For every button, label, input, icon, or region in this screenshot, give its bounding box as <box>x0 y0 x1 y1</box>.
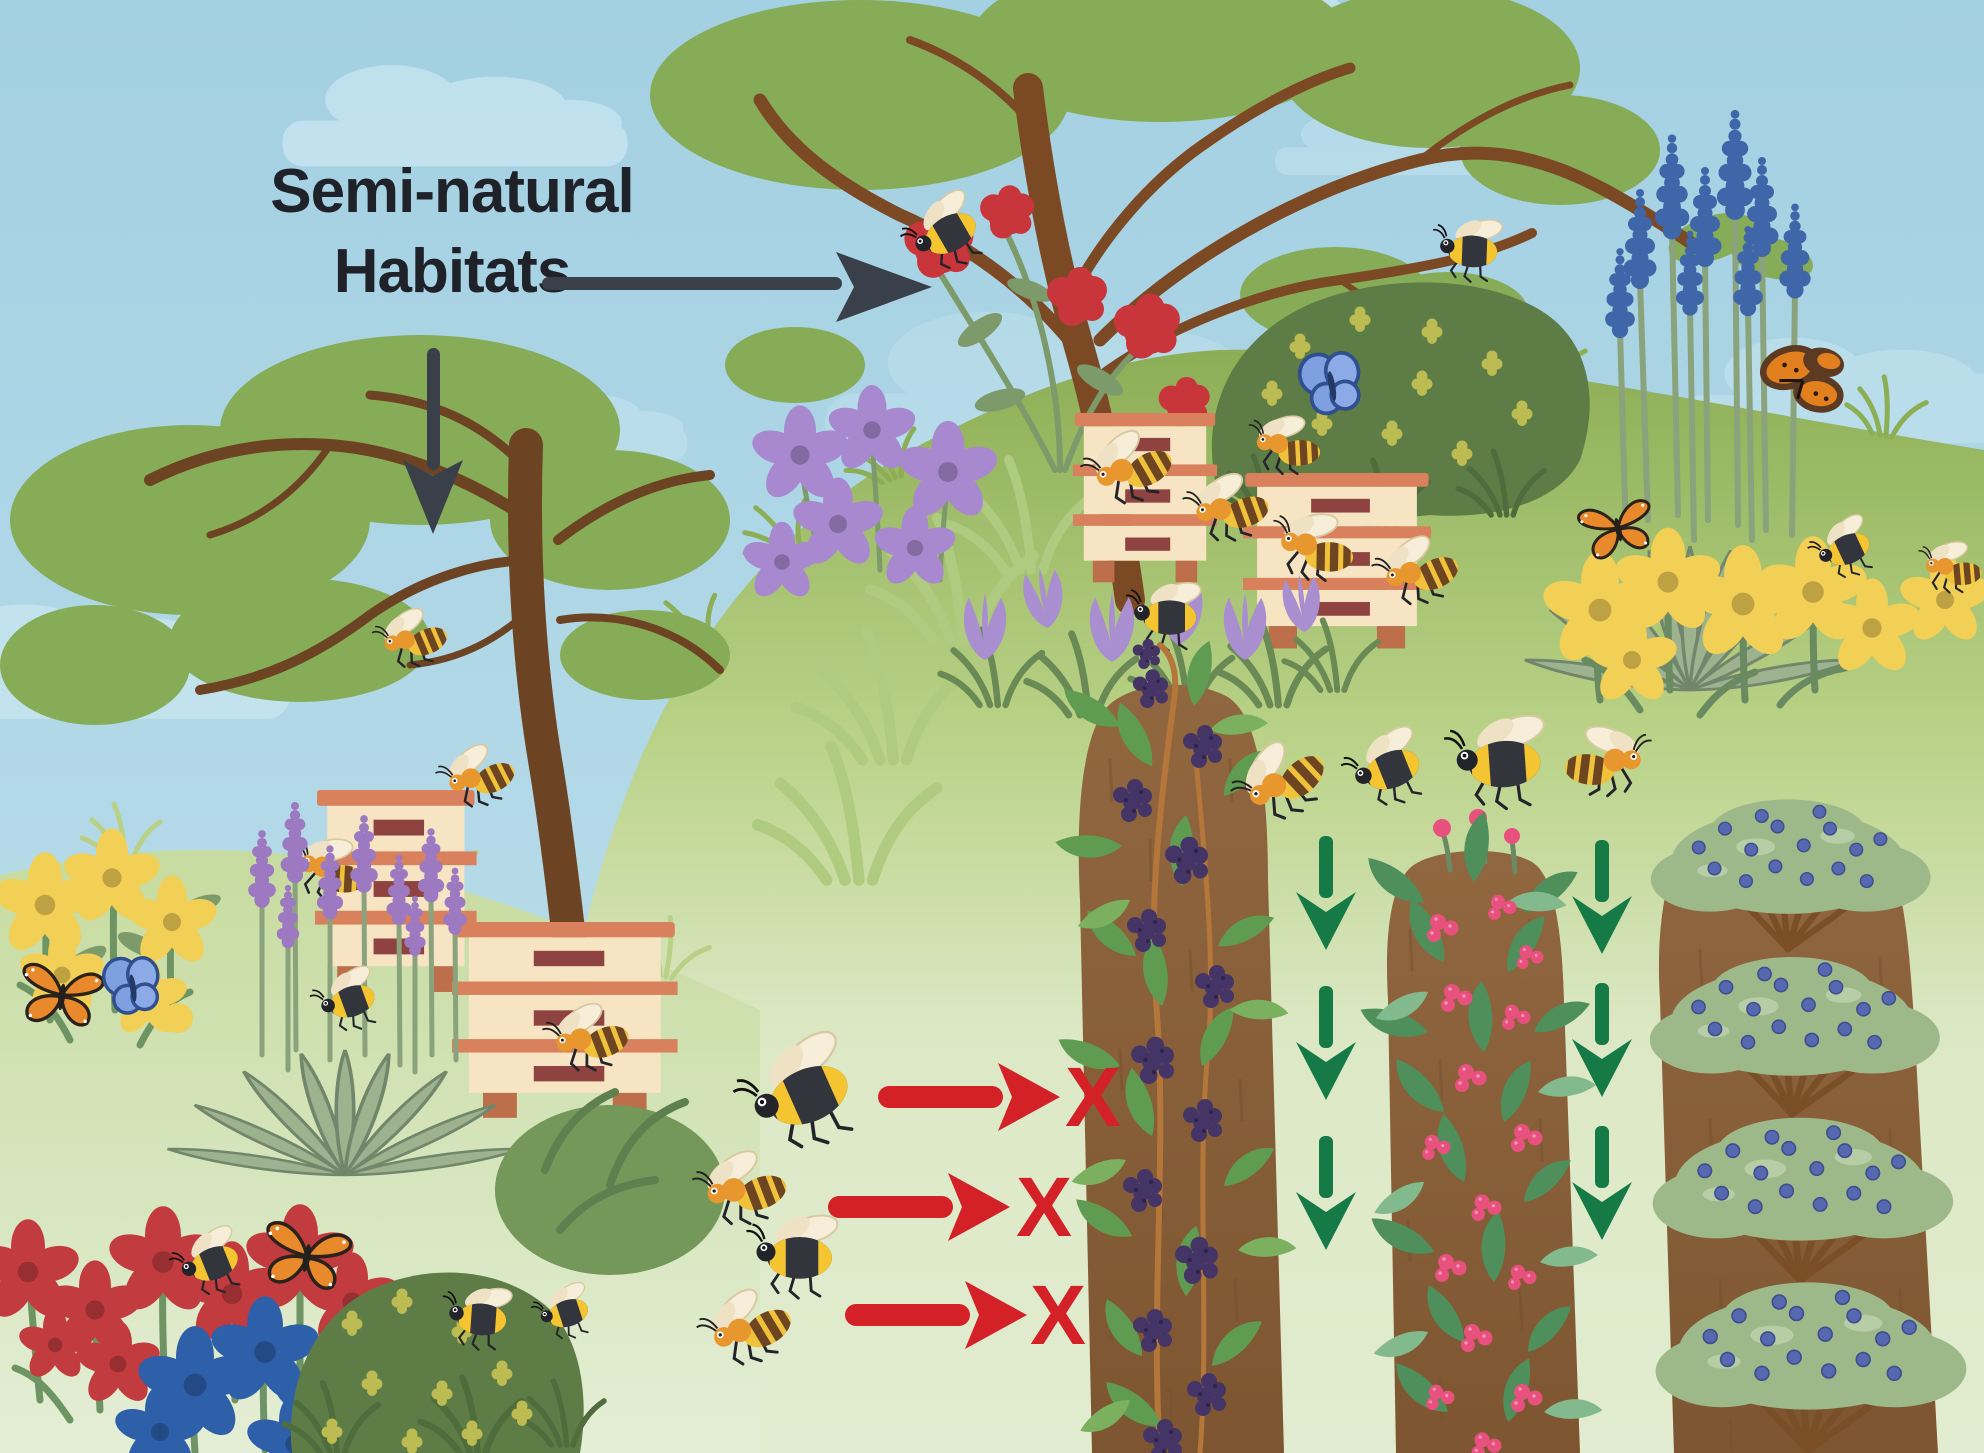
pointer-arrow-shaft <box>427 348 440 470</box>
beehive <box>1073 413 1217 583</box>
dandelion <box>163 1003 193 1033</box>
yellow-flowers-left <box>0 828 221 1049</box>
blueberry-row <box>1649 799 1967 1453</box>
pointer-arrow-shaft <box>542 277 842 290</box>
lupine-cluster <box>1605 109 1811 543</box>
blocked-bees: X X X <box>689 1020 1121 1376</box>
yellow-flowers-right <box>1538 496 1984 719</box>
raspberry-row <box>1357 809 1604 1453</box>
flowering-bush-bottom <box>284 1270 604 1453</box>
x-mark: X <box>1030 1268 1086 1362</box>
label-line-2: Habitats <box>334 237 571 306</box>
x-mark: X <box>1016 1160 1072 1254</box>
purple-flowers <box>739 385 1002 603</box>
pointer-arrow-right-icon <box>836 252 932 322</box>
top-habitat <box>739 109 1984 880</box>
lavender-cluster <box>248 801 467 1075</box>
blue-flowers <box>111 1296 481 1453</box>
label-group: Semi-natural Habitats <box>270 157 932 534</box>
crop-field <box>1053 638 1967 1453</box>
label-line-1: Semi-natural <box>270 157 634 226</box>
pointer-arrow-down-icon <box>403 460 463 534</box>
leafy-bush <box>495 1088 725 1275</box>
blackberry-row <box>1053 638 1298 1453</box>
left-habitat <box>0 599 725 1453</box>
x-mark: X <box>1065 1050 1121 1144</box>
